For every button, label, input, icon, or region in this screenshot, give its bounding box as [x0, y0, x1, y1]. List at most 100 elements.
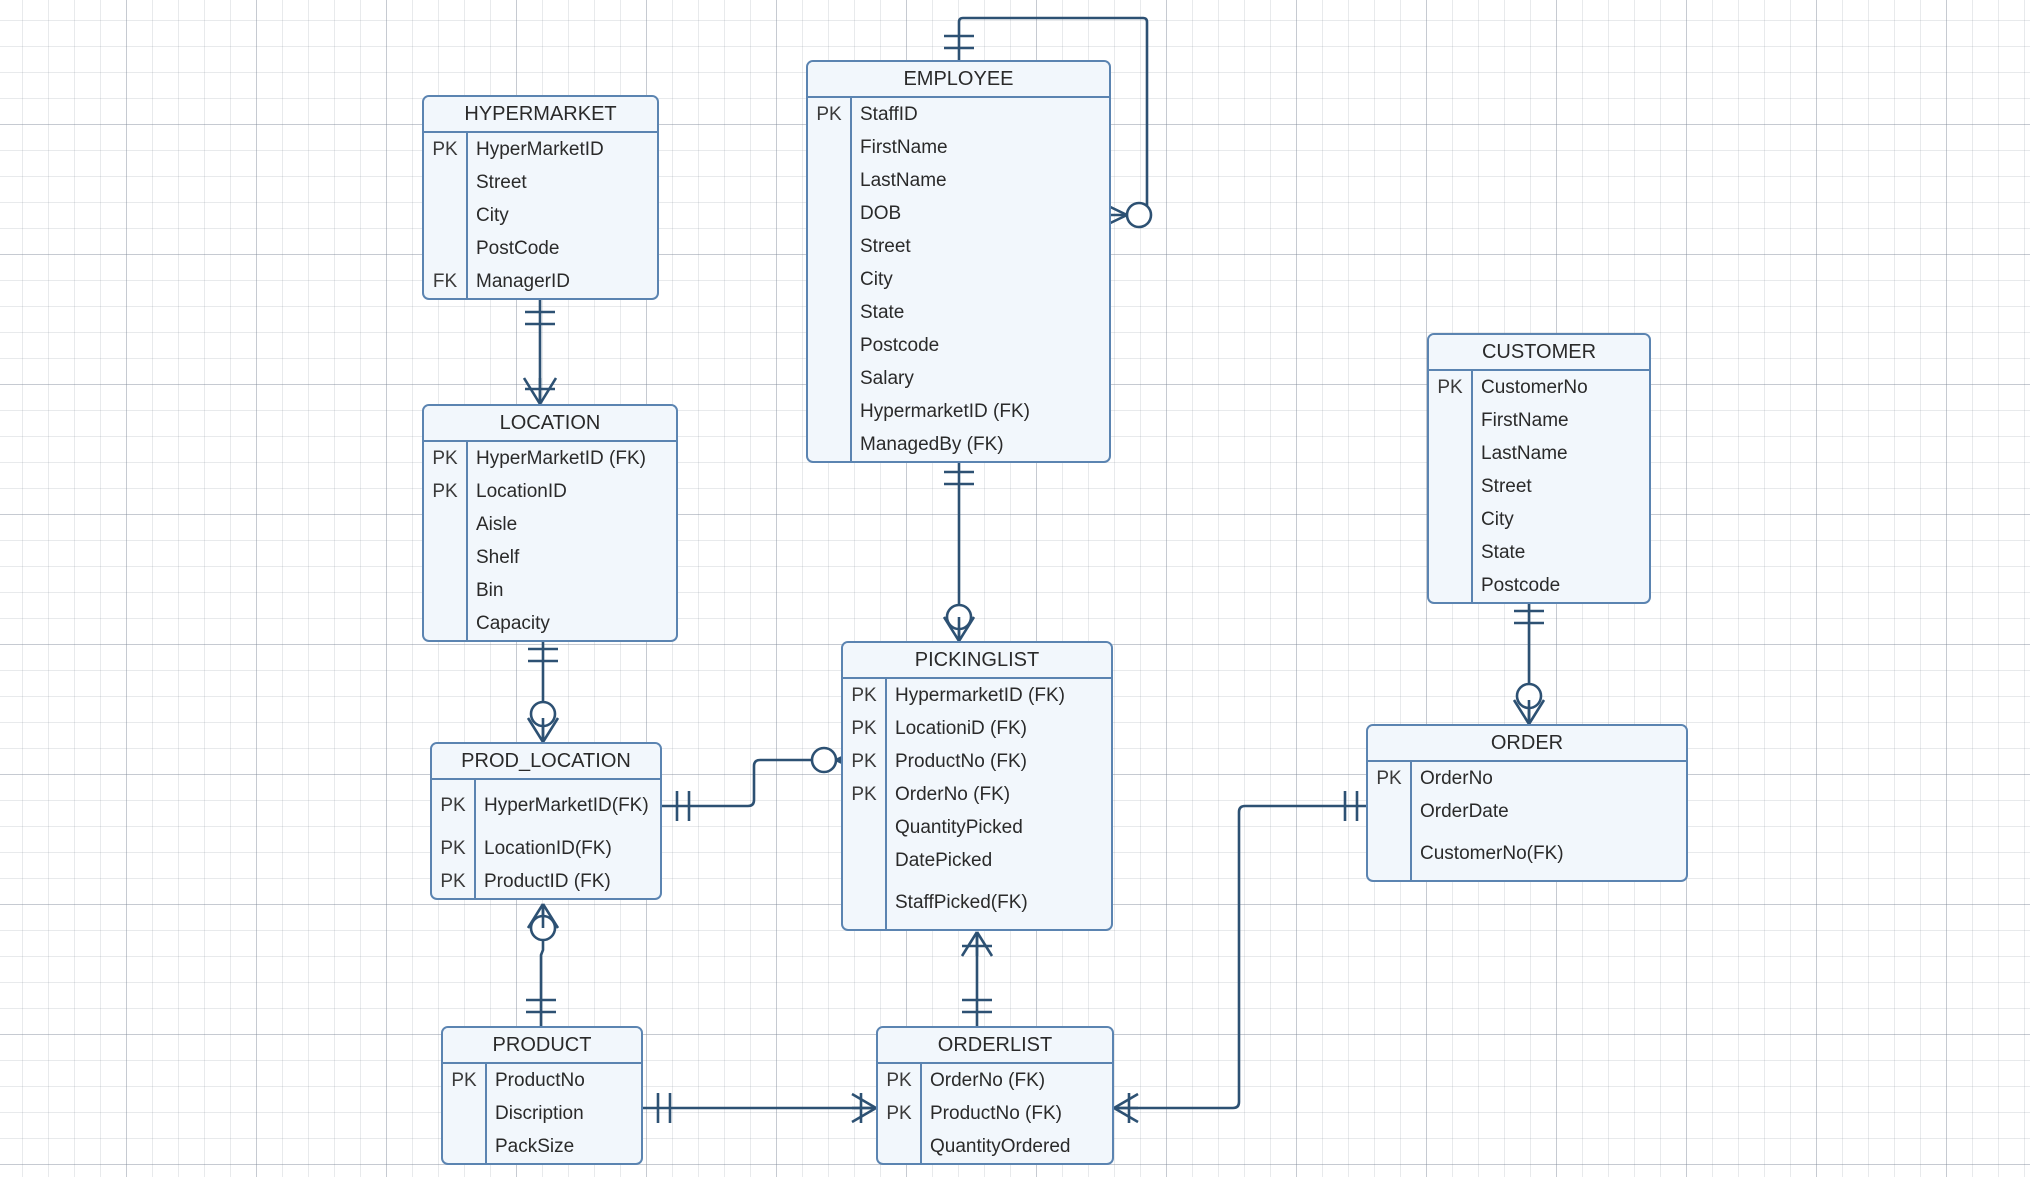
relationship-hypermarket-location[interactable]	[522, 297, 558, 405]
relationship-employee-pickinglist[interactable]	[942, 458, 976, 642]
attribute-row[interactable]: PostCode	[424, 232, 657, 265]
attribute-key	[1429, 569, 1473, 602]
attribute-name: PostCode	[476, 237, 560, 259]
entity-title-product: PRODUCT	[443, 1028, 641, 1064]
relationship-order-orderlist[interactable]	[1113, 791, 1366, 1124]
attribute-name: ProductNo (FK)	[895, 750, 1027, 772]
attribute-key: FK	[424, 265, 468, 298]
attribute-row[interactable]: DOB	[808, 197, 1109, 230]
attribute-row[interactable]: City	[1429, 503, 1649, 536]
attribute-key	[843, 844, 887, 877]
attribute-row[interactable]: LastName	[808, 164, 1109, 197]
relationship-prodlocation-product[interactable]	[526, 903, 560, 1026]
entity-title-orderlist: ORDERLIST	[878, 1028, 1112, 1064]
attribute-row[interactable]: Salary	[808, 362, 1109, 395]
attribute-key: PK	[843, 778, 887, 811]
attribute-name: OrderNo (FK)	[895, 783, 1011, 805]
entity-title-employee: EMPLOYEE	[808, 62, 1109, 98]
attribute-row[interactable]: QuantityOrdered	[878, 1130, 1112, 1163]
attribute-key	[808, 329, 852, 362]
attribute-row[interactable]: Postcode	[1429, 569, 1649, 602]
attribute-row[interactable]: City	[424, 199, 657, 232]
attribute-row[interactable]: State	[1429, 536, 1649, 569]
attribute-name: StaffPicked(FK)	[895, 892, 1028, 914]
attribute-key	[1429, 404, 1473, 437]
attribute-row[interactable]: PK ProductNo (FK)	[878, 1097, 1112, 1130]
attribute-name: ProductNo (FK)	[930, 1102, 1062, 1124]
attribute-row[interactable]: Shelf	[424, 541, 676, 574]
attribute-row[interactable]: FirstName	[1429, 404, 1649, 437]
attribute-row[interactable]: Street	[1429, 470, 1649, 503]
attribute-row[interactable]: Capacity	[424, 607, 676, 640]
attribute-row[interactable]: QuantityPicked	[843, 811, 1111, 844]
relationship-product-orderlist[interactable]	[643, 1092, 877, 1124]
relationship-pickinglist-orderlist[interactable]	[960, 931, 994, 1026]
attribute-row[interactable]: PK OrderNo (FK)	[843, 778, 1111, 811]
attribute-key: PK	[843, 745, 887, 778]
relationship-prodlocation-pickinglist[interactable]	[662, 746, 862, 821]
attribute-name: Discription	[495, 1102, 584, 1124]
attribute-row[interactable]: FirstName	[808, 131, 1109, 164]
attribute-row[interactable]: State	[808, 296, 1109, 329]
attribute-row[interactable]: CustomerNo(FK)	[1368, 828, 1686, 880]
relationship-customer-order[interactable]	[1512, 597, 1546, 725]
attribute-row[interactable]: Discription	[443, 1097, 641, 1130]
attribute-row[interactable]: PackSize	[443, 1130, 641, 1163]
attribute-row[interactable]: Bin	[424, 574, 676, 607]
attribute-name: StaffID	[860, 103, 918, 125]
entity-title-prod_location: PROD_LOCATION	[432, 744, 660, 780]
attribute-name: OrderDate	[1420, 800, 1509, 822]
attribute-name: LocationID(FK)	[484, 837, 612, 859]
attribute-key	[424, 232, 468, 265]
attribute-name: City	[476, 204, 509, 226]
attribute-name: OrderNo (FK)	[930, 1069, 1046, 1091]
attribute-key	[808, 362, 852, 395]
attribute-row[interactable]: LastName	[1429, 437, 1649, 470]
attribute-name: DOB	[860, 202, 902, 224]
attribute-row[interactable]: City	[808, 263, 1109, 296]
attribute-row[interactable]: Street	[424, 166, 657, 199]
attribute-row[interactable]: StaffPicked(FK)	[843, 877, 1111, 929]
attribute-row[interactable]: Street	[808, 230, 1109, 263]
attribute-row[interactable]: HypermarketID (FK)	[808, 395, 1109, 428]
attribute-key: PK	[878, 1097, 922, 1130]
attribute-row[interactable]: ManagedBy (FK)	[808, 428, 1109, 461]
attribute-row[interactable]: Aisle	[424, 508, 676, 541]
attribute-key	[808, 164, 852, 197]
relationship-location-prodlocation[interactable]	[526, 635, 560, 743]
attribute-name: Postcode	[1481, 574, 1561, 596]
attribute-row[interactable]: PK ProductNo (FK)	[843, 745, 1111, 778]
attribute-row[interactable]: DatePicked	[843, 844, 1111, 877]
attribute-row[interactable]: OrderDate	[1368, 795, 1686, 828]
attribute-row[interactable]: Postcode	[808, 329, 1109, 362]
